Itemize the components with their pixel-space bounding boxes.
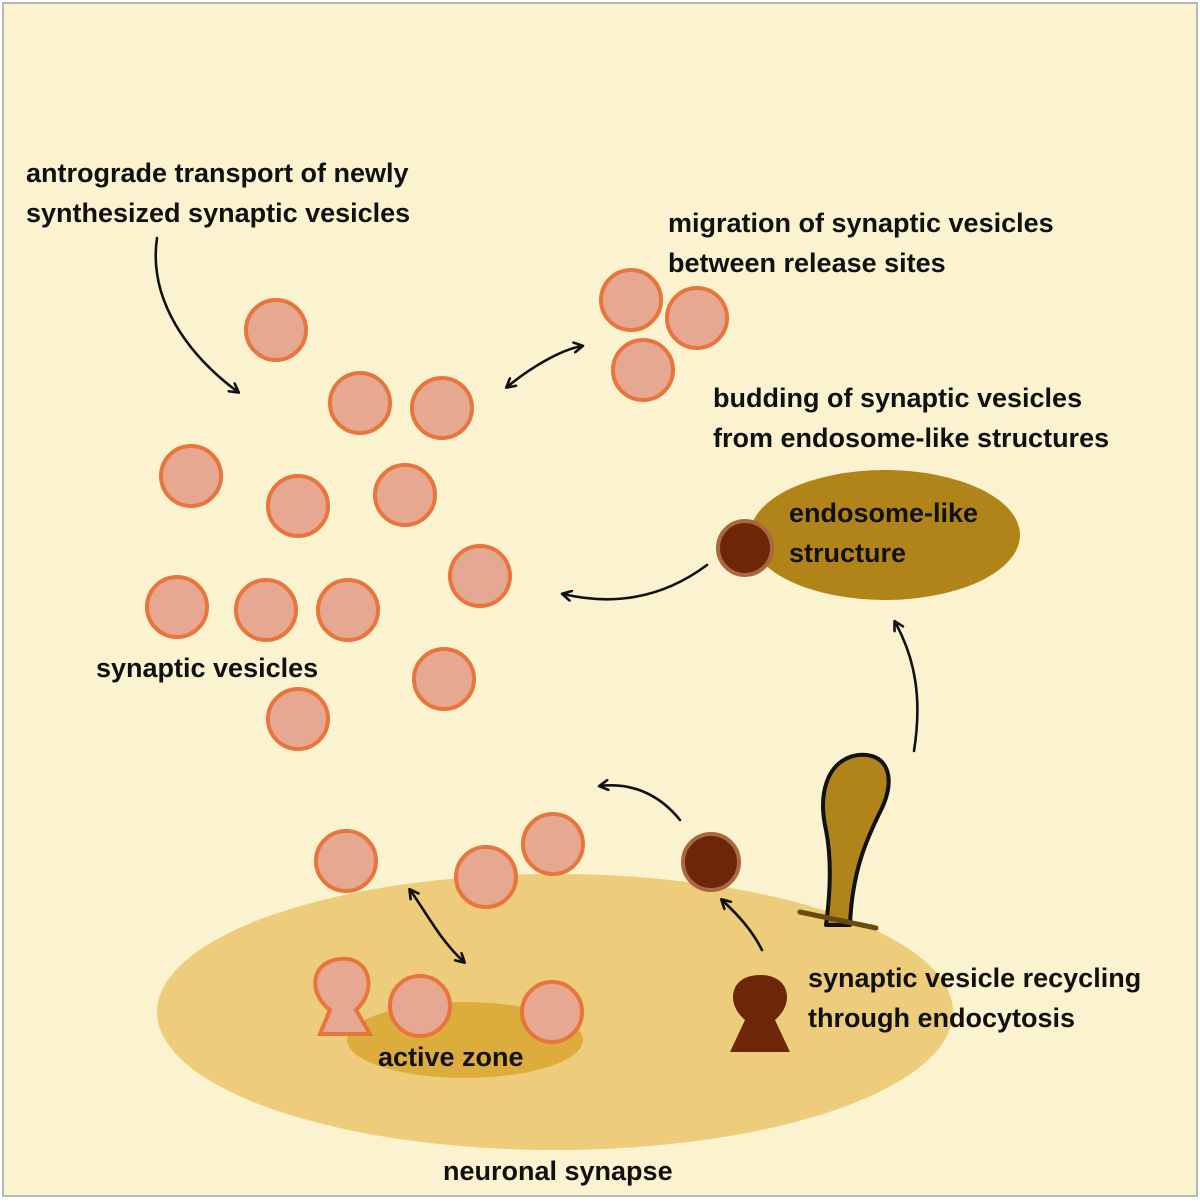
antrograde-arrow <box>154 236 238 392</box>
vesicle <box>448 544 512 608</box>
vesicle <box>266 474 330 538</box>
recycled-vesicle <box>716 519 774 577</box>
active-zone-label: active zone <box>378 1042 524 1072</box>
release-site-vesicle-cluster <box>599 268 729 402</box>
vesicle <box>328 371 392 435</box>
vesicle <box>410 376 474 440</box>
vesicle <box>316 578 380 642</box>
fusing-vesicle <box>313 956 374 1036</box>
vesicle <box>665 286 729 350</box>
vesicle <box>611 338 675 402</box>
budding-arrow <box>563 563 709 599</box>
vesicle <box>454 845 518 909</box>
vesicle <box>244 298 308 362</box>
active-zone-vesicles <box>313 812 585 1044</box>
vesicle <box>159 444 223 508</box>
active-zone-double-arrow <box>410 890 464 962</box>
endosome-label-line1: endosome-like <box>789 498 978 528</box>
docked-vesicle <box>388 974 452 1038</box>
migration-label-line1: migration of synaptic vesicles <box>668 208 1054 238</box>
neuronal-synapse-label: neuronal synapse <box>443 1156 673 1186</box>
migration-double-arrow <box>507 346 582 387</box>
antrograde-label-line2: synthesized synaptic vesicles <box>26 198 410 228</box>
vesicle <box>266 687 330 751</box>
vesicle <box>521 812 585 876</box>
vesicle <box>234 578 298 642</box>
recycling-label-line1: synaptic vesicle recycling <box>808 963 1141 993</box>
tubule-base-shading <box>797 909 879 931</box>
budding-label-line1: budding of synaptic vesicles <box>713 383 1082 413</box>
migration-label-line2: between release sites <box>668 248 946 278</box>
endocytosis-up-arrow <box>722 900 764 952</box>
endosome-like-structure <box>750 470 1020 600</box>
tubule-to-endosome-arrow <box>895 622 919 753</box>
recycling-to-pool-arrow <box>600 785 682 822</box>
vesicle <box>314 829 378 893</box>
vesicle <box>599 268 663 332</box>
budding-label-line2: from endosome-like structures <box>713 423 1109 453</box>
recycled-vesicles <box>681 519 790 1052</box>
endosome-label-line2: structure <box>789 538 906 568</box>
synaptic-vesicle-pool <box>145 298 512 751</box>
recycled-vesicle <box>681 832 741 892</box>
antrograde-label-line1: antrograde transport of newly <box>26 158 409 188</box>
synaptic-vesicles-label: synaptic vesicles <box>96 653 318 683</box>
recycling-label-line2: through endocytosis <box>808 1003 1075 1033</box>
vesicle <box>373 463 437 527</box>
endocytic-tubule <box>821 752 891 927</box>
vesicle <box>145 575 209 639</box>
docked-vesicle <box>520 980 584 1044</box>
endocytosing-vesicle <box>730 975 790 1052</box>
vesicle <box>412 647 476 711</box>
